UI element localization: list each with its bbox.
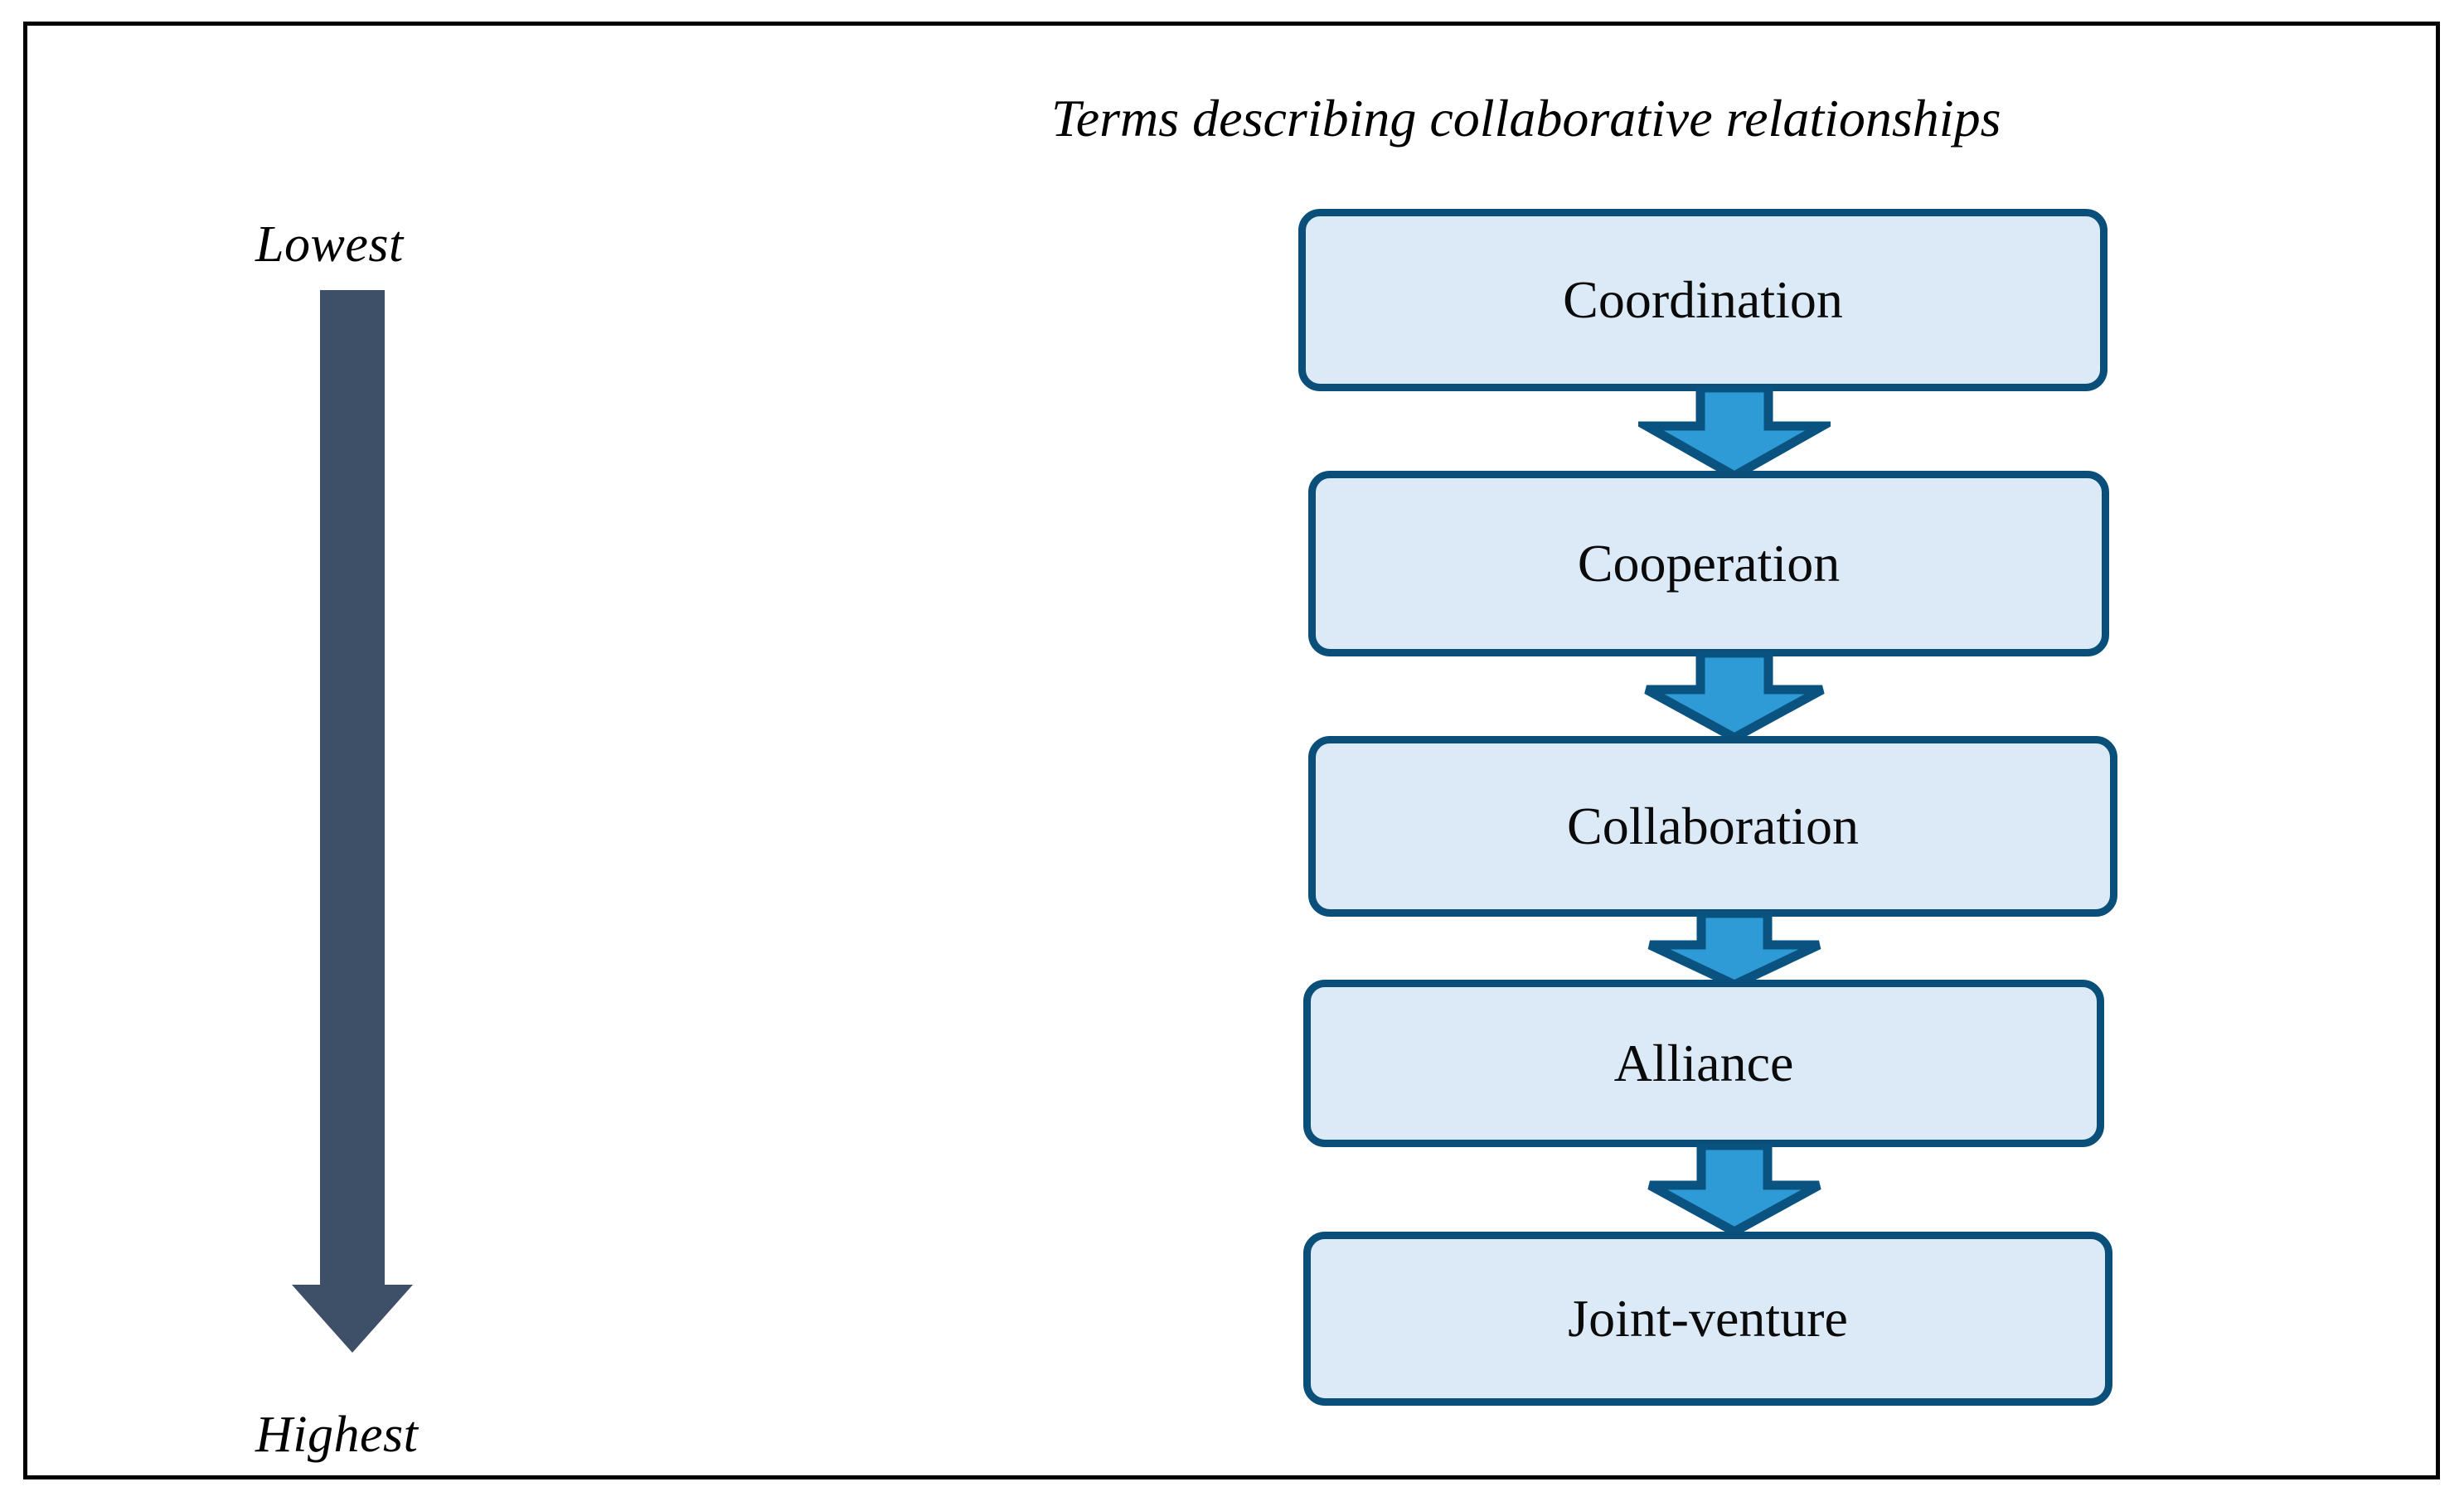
arrow-alliance-to-joint-venture: [1647, 1144, 1821, 1235]
flow-node-label: Joint-venture: [1568, 1289, 1848, 1348]
flow-node-alliance[interactable]: Alliance: [1303, 980, 2104, 1147]
down-arrow-icon: [292, 290, 413, 1353]
flow-node-label: Coordination: [1563, 270, 1843, 329]
scale-label-highest: Highest: [255, 1407, 419, 1463]
flow-node-joint-venture[interactable]: Joint-venture: [1303, 1232, 2112, 1406]
arrow-coordination-to-cooperation: [1638, 386, 1831, 479]
flow-node-label: Collaboration: [1567, 797, 1859, 855]
figure-frame-border: [23, 22, 2440, 1479]
scale-label-lowest: Lowest: [255, 216, 404, 273]
flow-node-collaboration[interactable]: Collaboration: [1308, 736, 2117, 917]
arrow-collaboration-to-alliance: [1647, 912, 1821, 988]
flow-node-label: Alliance: [1613, 1034, 1794, 1092]
page-title: Terms describing collaborative relations…: [1051, 89, 2001, 148]
arrow-cooperation-to-collaboration: [1644, 651, 1825, 741]
flow-node-coordination[interactable]: Coordination: [1298, 209, 2107, 391]
flow-node-cooperation[interactable]: Cooperation: [1308, 471, 2109, 656]
flow-node-label: Cooperation: [1577, 534, 1841, 593]
